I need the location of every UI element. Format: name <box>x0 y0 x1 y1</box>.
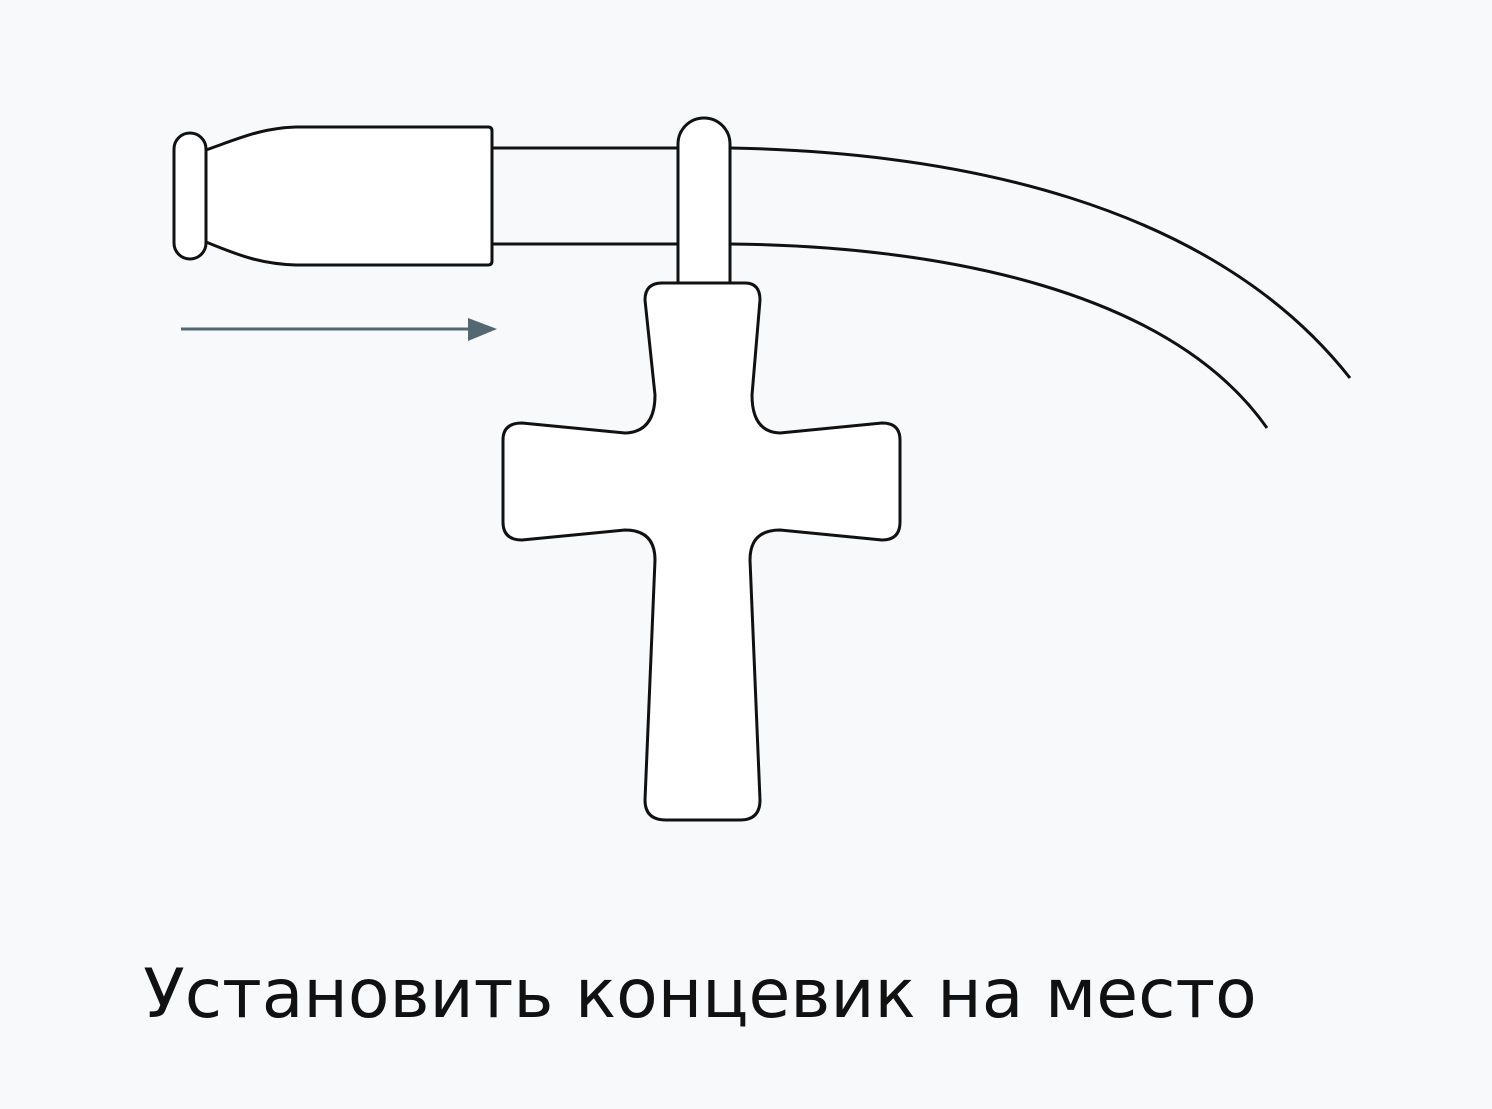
cable <box>729 146 1352 429</box>
cable-upper-line <box>729 146 1352 379</box>
limit-switch-body <box>501 281 902 822</box>
caption: Установить концевик на место <box>143 955 1257 1034</box>
cable-lower-line <box>729 242 1269 429</box>
connector-sleeve <box>204 125 494 267</box>
arrow-right-icon <box>181 318 497 341</box>
switch-stem <box>676 116 732 290</box>
connector-end-cap <box>172 131 208 261</box>
rod <box>492 146 678 246</box>
